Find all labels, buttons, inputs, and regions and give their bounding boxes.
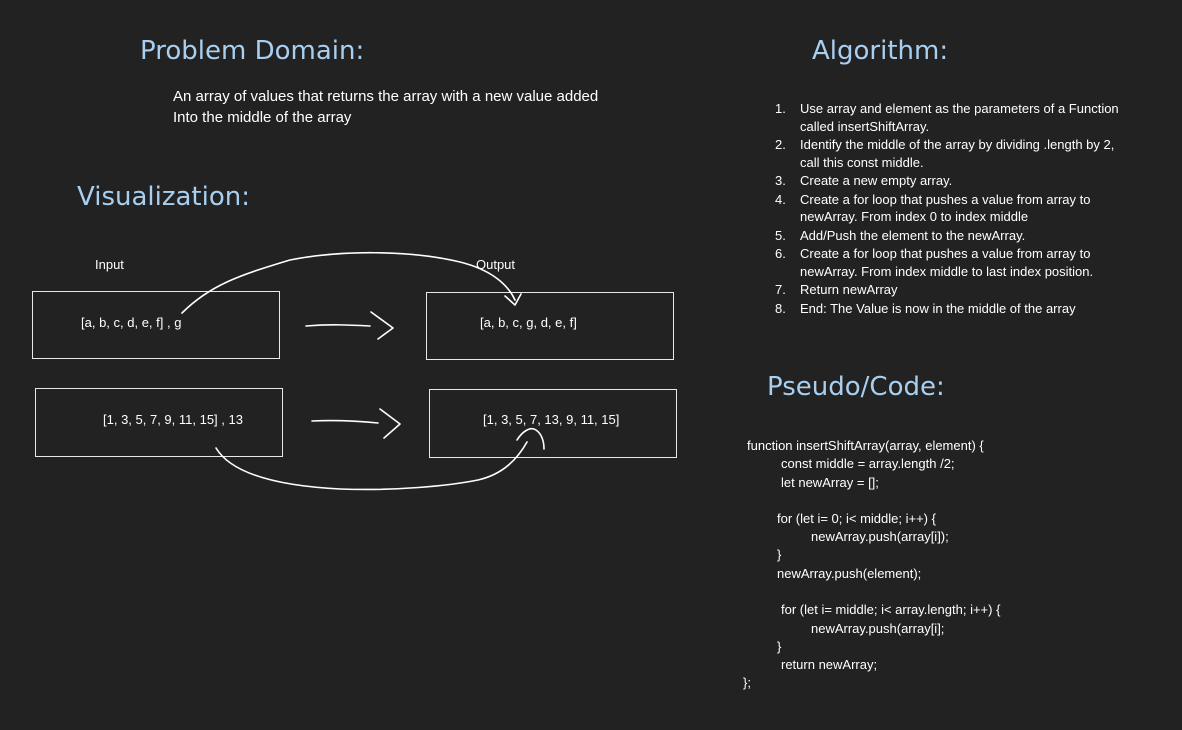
code-line: let newArray = []; [781,475,879,490]
code-line: newArray.push(array[i]); [811,529,949,544]
arrow-1-shaft [305,324,371,327]
example-2-input: [1, 3, 5, 7, 9, 11, 15] , 13 [103,412,243,427]
code-line: }; [743,675,751,690]
example-1-input: [a, b, c, d, e, f] , g [81,315,182,330]
input-label: Input [95,257,124,272]
algorithm-step: 5.Add/Push the element to the newArray. [775,227,1026,243]
arrow-2-head [379,408,401,439]
algorithm-step: 1.Use array and element as the parameter… [775,101,1119,134]
code-line: function insertShiftArray(array, element… [747,438,984,453]
example-1-output-box [426,292,674,360]
output-label: Output [476,257,516,272]
algorithm-step: 3.Create a new empty array. [775,173,953,188]
code-line: const middle = array.length /2; [781,456,955,471]
example-2-output: [1, 3, 5, 7, 13, 9, 11, 15] [483,412,620,427]
code-line: for (let i= 0; i< middle; i++) { [777,511,936,526]
problem-description-line-1: An array of values that returns the arra… [173,88,599,105]
code-line: } [777,547,782,562]
algorithm-step: 4.Create a for loop that pushes a value … [775,191,1091,225]
algorithm-step: 6.Create a for loop that pushes a value … [775,246,1094,279]
arrow-2-shaft [311,419,379,424]
code-line: } [777,639,782,654]
algorithm-heading: Algorithm: [812,36,949,66]
problem-description-line-2: Into the middle of the array [173,109,352,126]
example-2-input-box [35,388,283,457]
code-line: for (let i= middle; i< array.length; i++… [781,602,1001,617]
code-line: return newArray; [781,657,878,672]
code-line: newArray.push(element); [777,566,922,581]
visualization-heading: Visualization: [77,182,250,212]
example-1-output: [a, b, c, g, d, e, f] [480,315,577,330]
algorithm-step: 7.Return newArray [775,282,898,297]
example-2-output-box [429,389,677,458]
algorithm-steps: 1.Use array and element as the parameter… [775,100,1140,318]
pseudocode-heading: Pseudo/Code: [767,372,945,402]
algorithm-step: 2.Identify the middle of the array by di… [775,137,1115,170]
problem-domain-heading: Problem Domain: [140,36,365,66]
arrow-1-head [370,311,394,340]
code-line: newArray.push(array[i]; [811,621,945,636]
example-1-input-box [32,291,280,359]
algorithm-step: 8.End: The Value is now in the middle of… [775,300,1076,316]
